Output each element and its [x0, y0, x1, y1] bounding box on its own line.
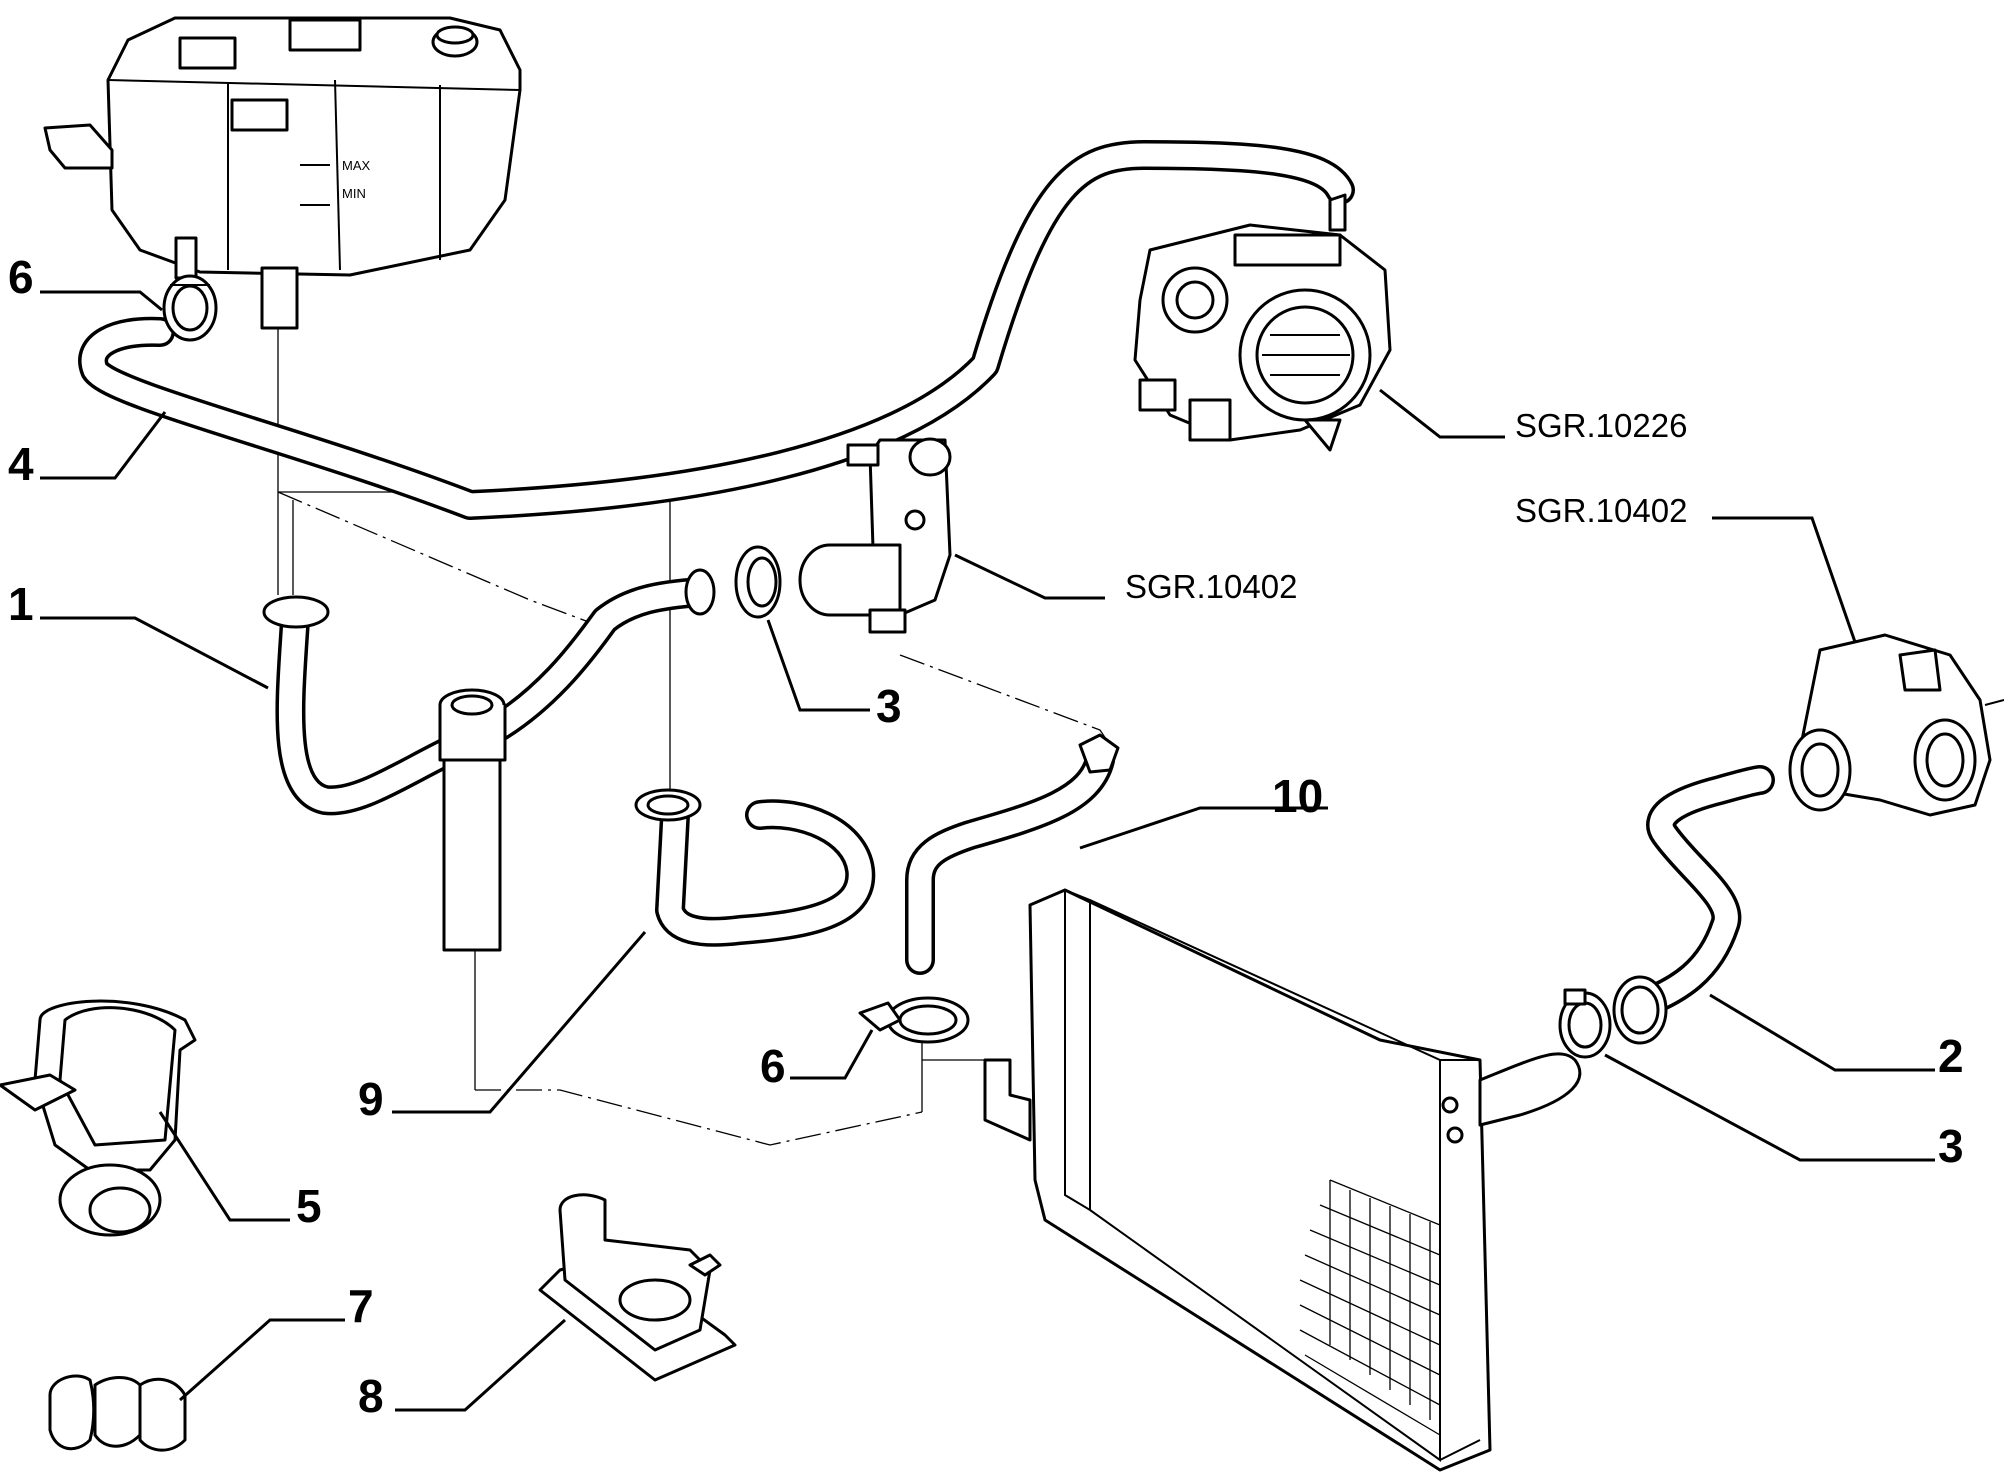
hose-clamp-part-6-lower	[858, 996, 970, 1044]
hose-part-4	[78, 140, 1355, 520]
radiator	[983, 888, 1582, 1472]
throttle-body	[1133, 193, 1392, 452]
ref-thermostat-right: SGR.10402	[1515, 492, 1687, 529]
hose-clip-part-7	[48, 1374, 187, 1452]
ref-throttle-body: SGR.10226	[1515, 407, 1687, 444]
tank-max-mark: MAX	[342, 158, 371, 173]
hose-part-1	[262, 568, 716, 952]
callout-numbers: 6 4 1 3 10 2 3 6 9 5 7 8	[8, 251, 1964, 1422]
callout-2: 2	[1938, 1030, 1964, 1082]
callout-3-top: 3	[876, 680, 902, 732]
thermostat-housing-right	[1788, 633, 2004, 817]
callout-4: 4	[8, 438, 34, 490]
callout-1: 1	[8, 578, 34, 630]
reference-labels: SGR.10226 SGR.10402 SGR.10402	[1125, 407, 1687, 605]
callout-6-top: 6	[8, 251, 34, 303]
ref-thermostat-upper: SGR.10402	[1125, 568, 1297, 605]
callout-8: 8	[358, 1370, 384, 1422]
hose-part-10	[905, 733, 1120, 975]
callout-9: 9	[358, 1073, 384, 1125]
callout-7: 7	[348, 1280, 374, 1332]
hose-clip-part-8	[538, 1193, 737, 1382]
callout-10: 10	[1272, 770, 1323, 822]
hose-clamp-part-6-upper	[162, 274, 218, 342]
hose-part-9	[634, 788, 876, 947]
callout-5: 5	[296, 1180, 322, 1232]
thermostat-housing-upper	[798, 437, 952, 634]
hose-clamp-part-3-lower	[1558, 988, 1612, 1059]
hose-clamp-part-3-upper	[734, 545, 782, 619]
expansion-tank: MAX MIN	[43, 16, 522, 330]
hose-clip-part-5	[0, 999, 197, 1237]
hose-part-2	[1612, 765, 1775, 1045]
tank-min-mark: MIN	[342, 186, 366, 201]
callout-leader-lines	[40, 290, 1935, 1412]
callout-3-right: 3	[1938, 1120, 1964, 1172]
callout-6-mid: 6	[760, 1040, 786, 1092]
